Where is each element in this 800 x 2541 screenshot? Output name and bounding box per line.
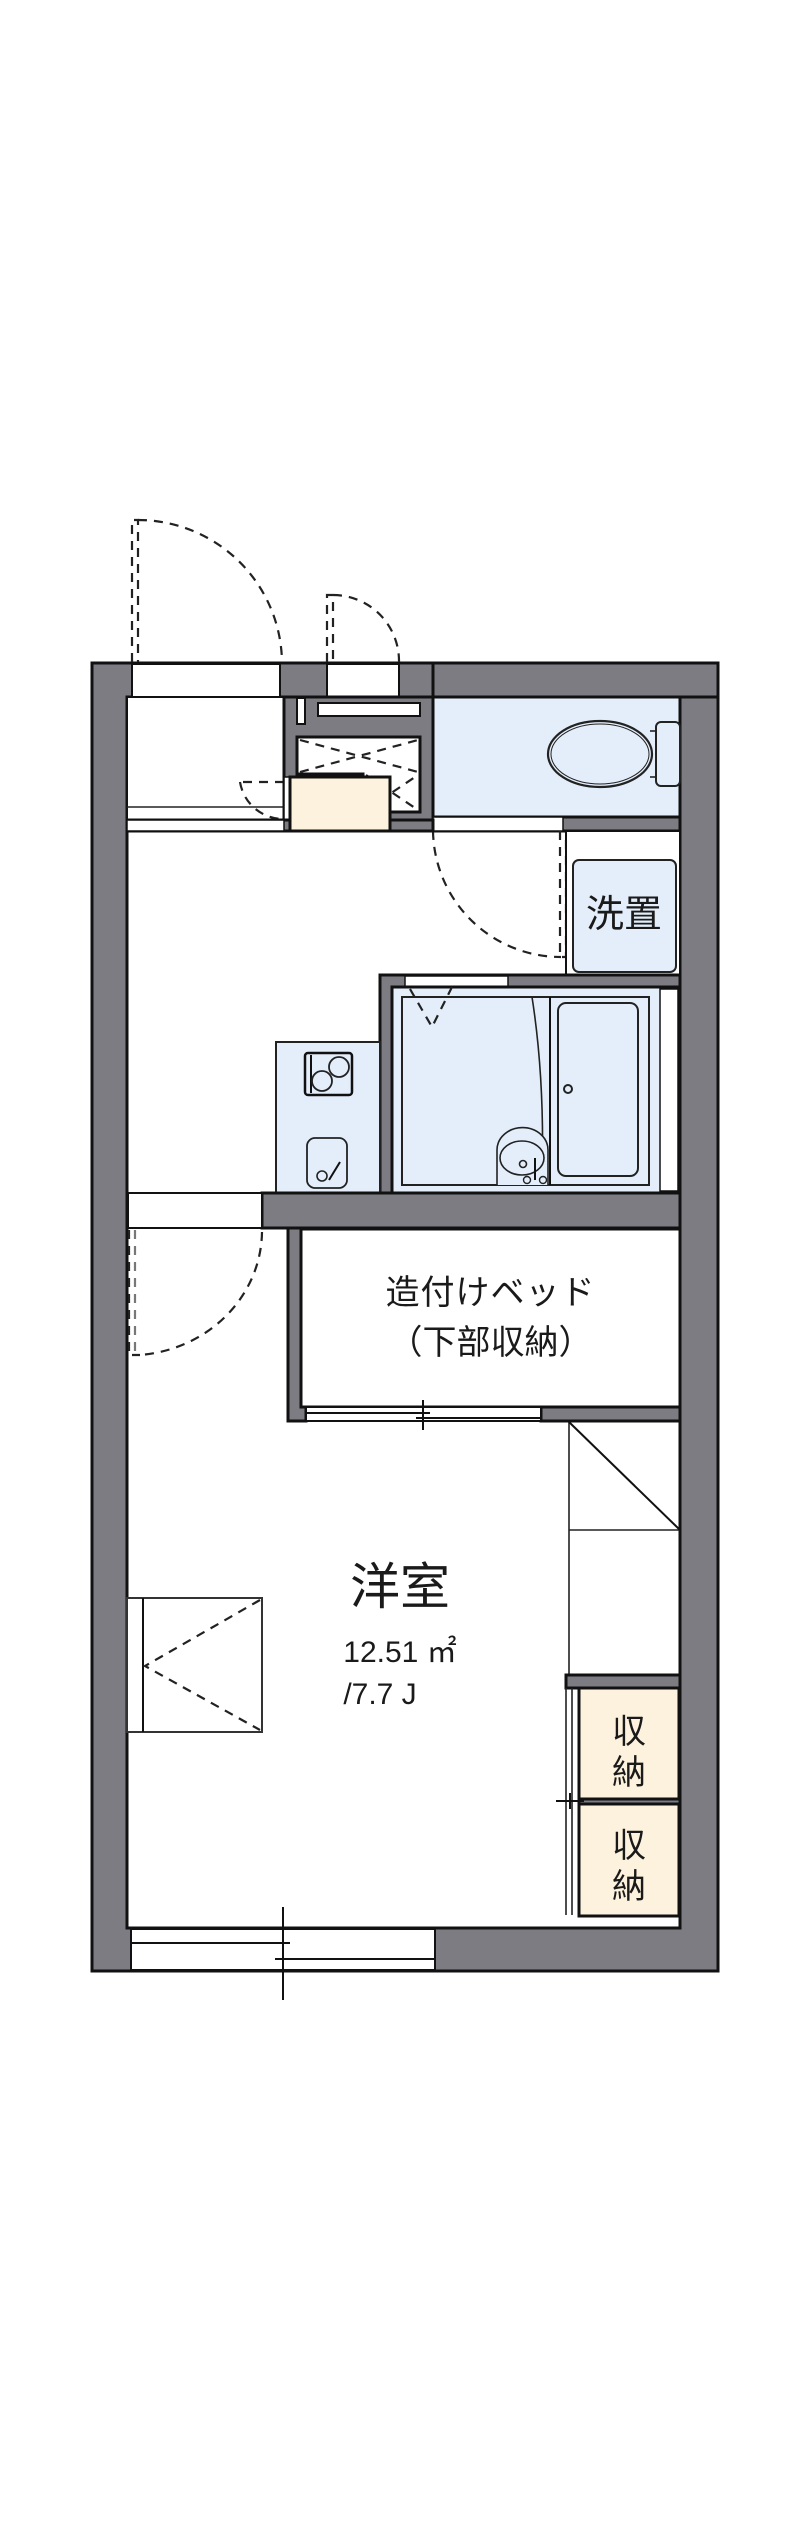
sink-icon (306, 1137, 348, 1189)
loft-ladder[interactable] (568, 1421, 681, 1675)
toilet-bowl-icon (546, 719, 654, 789)
storage-closets (556, 1673, 682, 1918)
built-in-bed (286, 1226, 682, 1430)
storage-label-upper: 収 納 (612, 1712, 646, 1793)
room-door[interactable] (127, 1230, 264, 1357)
wash-basin-icon (496, 1126, 549, 1185)
unit-bath (390, 985, 682, 1195)
storage-label-lower: 収 納 (612, 1826, 646, 1907)
room-name-western: 洋室 (350, 1558, 450, 1616)
bottom-window (130, 1907, 436, 2000)
utility-door[interactable] (325, 593, 401, 698)
entry-hall (126, 696, 285, 821)
room-area-sqm: 12.51 ㎡ (343, 1636, 457, 1669)
toilet-room (431, 661, 720, 819)
washer-label: 洗置 (585, 892, 662, 936)
stove-icon (303, 1051, 354, 1097)
washer-space (565, 830, 681, 978)
entrance-door[interactable] (130, 518, 284, 698)
kitchen-counter (275, 1041, 381, 1195)
toilet-tank-icon (655, 721, 681, 787)
bed-sublabel: （下部収納） (388, 1323, 593, 1363)
left-cabinet (126, 1597, 263, 1733)
bed-label: 造付けベッド (385, 1273, 596, 1313)
room-partition (127, 1191, 682, 1230)
bathtub-icon (557, 1002, 639, 1177)
room-area-jo: /7.7 J (343, 1678, 417, 1711)
